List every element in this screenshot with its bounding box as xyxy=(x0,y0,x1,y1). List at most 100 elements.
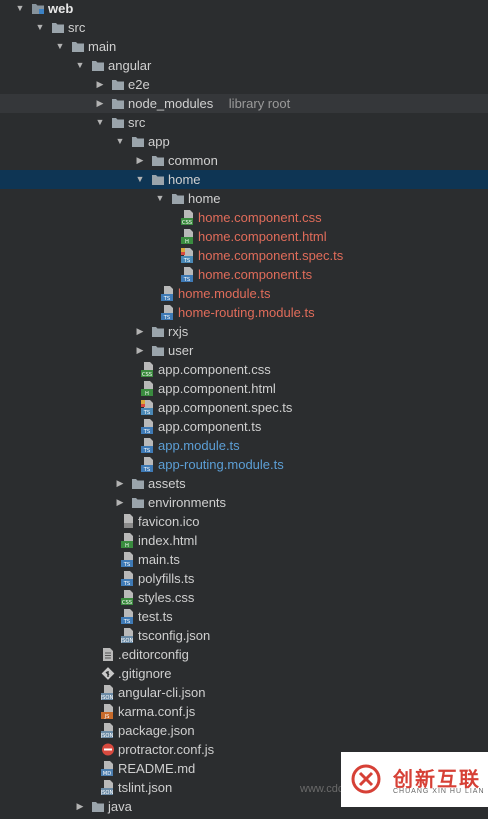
tree-item-label: favicon.ico xyxy=(138,514,200,529)
tree-row[interactable]: ▼home xyxy=(0,189,488,208)
svg-text:H: H xyxy=(145,391,149,396)
tree-item-label: rxjs xyxy=(168,324,189,339)
tree-row[interactable]: favicon.ico xyxy=(0,512,488,531)
folder-icon xyxy=(111,77,125,92)
tree-item-label: home.component.html xyxy=(198,229,327,244)
html-file-icon: H xyxy=(141,381,155,397)
tree-item-label: test.ts xyxy=(138,609,173,624)
folder-icon xyxy=(151,343,165,358)
svg-text:TS: TS xyxy=(143,429,150,434)
tree-row[interactable]: ▼src xyxy=(0,18,488,37)
tree-row[interactable]: JS karma.conf.js xyxy=(0,702,488,721)
collapse-arrow-right-icon[interactable]: ▶ xyxy=(76,801,84,811)
protractor-file-icon xyxy=(101,742,115,757)
tree-item-label: tsconfig.json xyxy=(138,628,211,643)
collapse-arrow-right-icon[interactable]: ▶ xyxy=(136,326,144,336)
tree-item-label: app xyxy=(148,134,170,149)
tree-row[interactable]: .editorconfig xyxy=(0,645,488,664)
ts-file-icon: TS xyxy=(121,571,135,587)
tree-row[interactable]: MD README.md xyxy=(0,759,488,778)
tree-row[interactable]: ▼main xyxy=(0,37,488,56)
expand-arrow-down-icon[interactable]: ▼ xyxy=(55,41,65,51)
css-file-icon: CSS xyxy=(181,210,195,226)
collapse-arrow-right-icon[interactable]: ▶ xyxy=(116,478,124,488)
tree-row[interactable]: ▶environments xyxy=(0,493,488,512)
tree-row[interactable]: TS app.component.spec.ts xyxy=(0,398,488,417)
folder-icon xyxy=(111,96,125,111)
svg-text:TS: TS xyxy=(183,277,190,282)
tree-row[interactable]: protractor.conf.js xyxy=(0,740,488,759)
collapse-arrow-right-icon[interactable]: ▶ xyxy=(136,345,144,355)
folder-icon xyxy=(31,1,45,16)
spec-file-icon: TS xyxy=(181,248,195,264)
expand-arrow-down-icon[interactable]: ▼ xyxy=(75,60,85,70)
folder-icon xyxy=(171,191,185,206)
collapse-arrow-right-icon[interactable]: ▶ xyxy=(136,155,144,165)
svg-text:MD: MD xyxy=(103,771,111,776)
tree-item-label: package.json xyxy=(118,723,195,738)
tree-row[interactable]: ▼ web xyxy=(0,0,488,18)
svg-text:CSS: CSS xyxy=(142,372,152,377)
svg-text:CSS: CSS xyxy=(182,220,192,225)
ts-file-icon: TS xyxy=(141,457,155,473)
ts-file-icon: TS xyxy=(121,609,135,625)
folder-icon xyxy=(151,153,165,168)
collapse-arrow-right-icon[interactable]: ▶ xyxy=(96,98,104,108)
tree-item-label: app.component.spec.ts xyxy=(158,400,293,415)
tree-row[interactable]: ▶e2e xyxy=(0,75,488,94)
tree-row[interactable]: ▶user xyxy=(0,341,488,360)
tree-row[interactable]: ▶common xyxy=(0,151,488,170)
tree-item-label: src xyxy=(128,115,146,130)
collapse-arrow-right-icon[interactable]: ▶ xyxy=(116,497,124,507)
svg-text:TS: TS xyxy=(123,562,130,567)
svg-text:TS: TS xyxy=(163,315,170,320)
tree-row[interactable]: ▼home xyxy=(0,170,488,189)
tree-item-label: README.md xyxy=(118,761,196,776)
expand-arrow-down-icon[interactable]: ▼ xyxy=(115,136,125,146)
expand-arrow-down-icon[interactable]: ▼ xyxy=(35,22,45,32)
folder-icon xyxy=(131,476,145,491)
tree-row[interactable]: .gitignore xyxy=(0,664,488,683)
expand-arrow-down-icon[interactable]: ▼ xyxy=(95,117,105,127)
tree-item-label: web xyxy=(48,1,74,16)
tree-row[interactable]: CSS app.component.css xyxy=(0,360,488,379)
ts-file-icon: TS xyxy=(161,286,175,302)
tree-row[interactable]: ▼angular xyxy=(0,56,488,75)
tree-item-label: app.component.css xyxy=(158,362,271,377)
tree-item-label: karma.conf.js xyxy=(118,704,196,719)
tree-row[interactable]: ▶ rxjs xyxy=(0,322,488,341)
tree-row[interactable]: ▼ src xyxy=(0,113,488,132)
svg-text:H: H xyxy=(185,239,189,244)
expand-arrow-down-icon[interactable]: ▼ xyxy=(155,193,165,203)
tree-row[interactable]: ▼ app xyxy=(0,132,488,151)
svg-text:TS: TS xyxy=(143,410,150,415)
expand-arrow-down-icon[interactable]: ▼ xyxy=(15,3,25,13)
collapse-arrow-right-icon[interactable]: ▶ xyxy=(96,79,104,89)
expand-arrow-down-icon[interactable]: ▼ xyxy=(135,174,145,184)
js-file-icon: JS xyxy=(101,704,115,720)
tree-row[interactable]: ▶assets xyxy=(0,474,488,493)
ts-file-icon: TS xyxy=(161,305,175,321)
svg-text:JS: JS xyxy=(104,714,110,719)
